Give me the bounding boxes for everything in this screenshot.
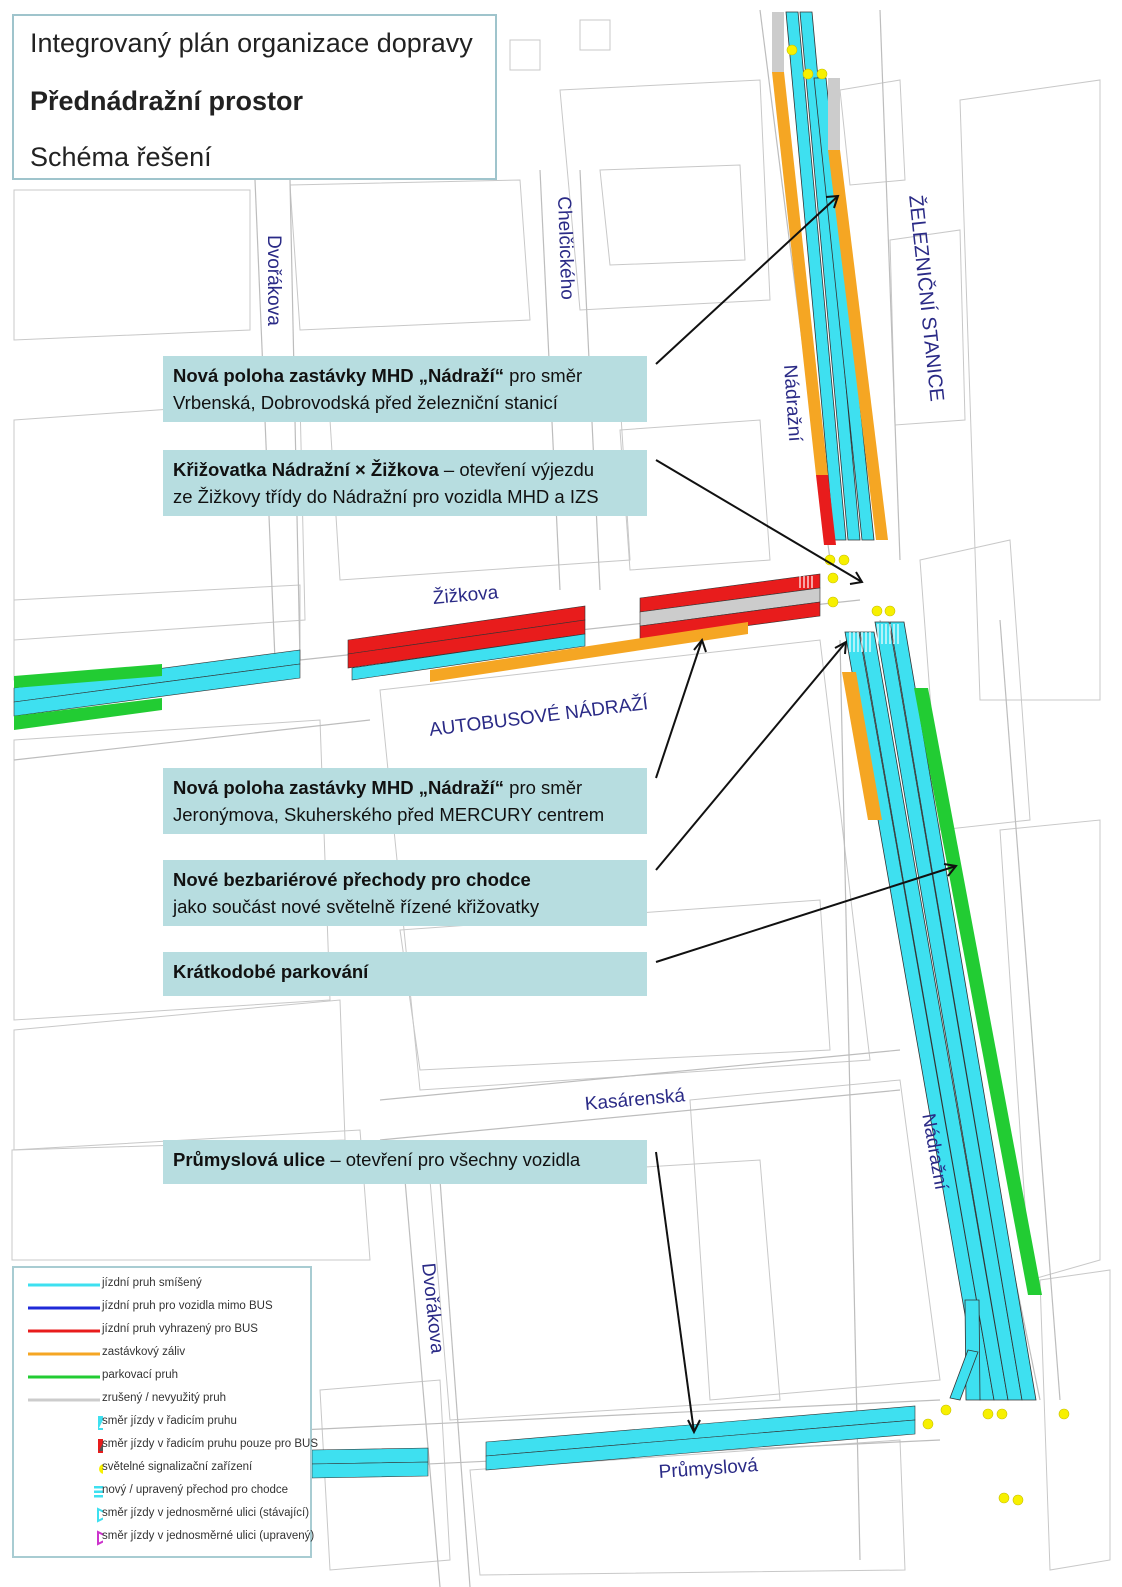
street-label-chelcickeho: Chelčického (553, 196, 578, 301)
plan-title: Integrovaný plán organizace dopravy (30, 28, 473, 58)
callout-stop-nadrazi-north: Nová poloha zastávky MHD „Nádraží“ pro s… (163, 356, 647, 422)
callout-heading: Krátkodobé parkování (173, 961, 369, 982)
scheme-subtitle: Schéma řešení (30, 142, 212, 172)
callout-prumyslova: Průmyslová ulice – otevření pro všechny … (163, 1140, 647, 1184)
legend-item: zastávkový záliv (28, 1346, 186, 1358)
legend-item: směr jízdy v jednosměrné ulici (stávajíc… (14, 1504, 310, 1526)
crosswalk-icon (799, 576, 899, 652)
callout-short-term-parking: Krátkodobé parkování (163, 952, 647, 996)
crosswalk-icon (94, 1486, 103, 1498)
map-legend: jízdní pruh smíšený jízdní pruh pro vozi… (12, 1266, 318, 1558)
callout-crossings: Nové bezbariérové přechody pro chodce ja… (163, 860, 647, 926)
callout-text: pro směr (504, 365, 583, 386)
callout-arrows (655, 194, 958, 1435)
signal-dot-icon (786, 44, 1070, 1506)
nadrazni-south-lanes (842, 621, 1042, 1401)
callout-stop-nadrazi-south: Nová poloha zastávky MHD „Nádraží“ pro s… (163, 768, 647, 834)
legend-item: jízdní pruh vyhrazený pro BUS (28, 1323, 258, 1335)
legend-item: směr jízdy v jednosměrné ulici (upravený… (14, 1527, 314, 1549)
oneway-arrow-icon (97, 1507, 103, 1523)
callout-heading: Křižovatka Nádražní × Žižkova (173, 459, 439, 480)
area-title: Přednádražní prostor (30, 86, 304, 116)
callout-heading: Nová poloha zastávky MHD „Nádraží“ (173, 365, 505, 386)
callout-heading: Nová poloha zastávky MHD „Nádraží“ (173, 777, 505, 798)
legend-item: světelné signalizační zařízení (14, 1458, 310, 1480)
legend-item: zrušený / nevyužitý pruh (28, 1392, 227, 1404)
callout-text: ze Žižkovy třídy do Nádražní pro vozidla… (173, 486, 599, 507)
callout-heading: Průmyslová ulice (173, 1149, 326, 1170)
callout-text: Vrbenská, Dobrovodská před železniční st… (173, 392, 558, 413)
arrow-icon (98, 1416, 103, 1430)
signal-dot-icon (99, 1464, 103, 1474)
callout-text: jako součást nové světelně řízené křižov… (173, 896, 540, 917)
legend-item: směr jízdy v řadicím pruhu (14, 1412, 310, 1434)
bus-arrow-icon (98, 1439, 103, 1453)
legend-item: nový / upravený přechod pro chodce (14, 1481, 310, 1503)
zizkova-lanes (13, 573, 821, 730)
callout-intersection-zizkova: Křižovatka Nádražní × Žižkova – otevření… (163, 450, 647, 516)
street-label-dvorakova-top: Dvořákova (263, 235, 284, 326)
legend-item: směr jízdy v řadicím pruhu pouze pro BUS (14, 1435, 318, 1457)
callout-text: Jeronýmova, Skuherského před MERCURY cen… (173, 804, 605, 825)
prumyslova-lanes (311, 1405, 916, 1479)
callout-text: – otevření pro všechny vozidla (325, 1149, 581, 1170)
nadrazni-north-lanes (772, 11, 888, 545)
legend-item: jízdní pruh pro vozidla mimo BUS (28, 1300, 273, 1312)
callout-text: – otevření výjezdu (438, 459, 595, 480)
callout-text: pro směr (504, 777, 583, 798)
oneway-arrow-modified-icon (97, 1530, 103, 1546)
legend-item: parkovací pruh (28, 1369, 179, 1381)
legend-item: jízdní pruh smíšený (28, 1277, 202, 1289)
callout-heading: Nové bezbariérové přechody pro chodce (173, 869, 531, 890)
title-box: Integrovaný plán organizace dopravy Před… (12, 14, 497, 180)
